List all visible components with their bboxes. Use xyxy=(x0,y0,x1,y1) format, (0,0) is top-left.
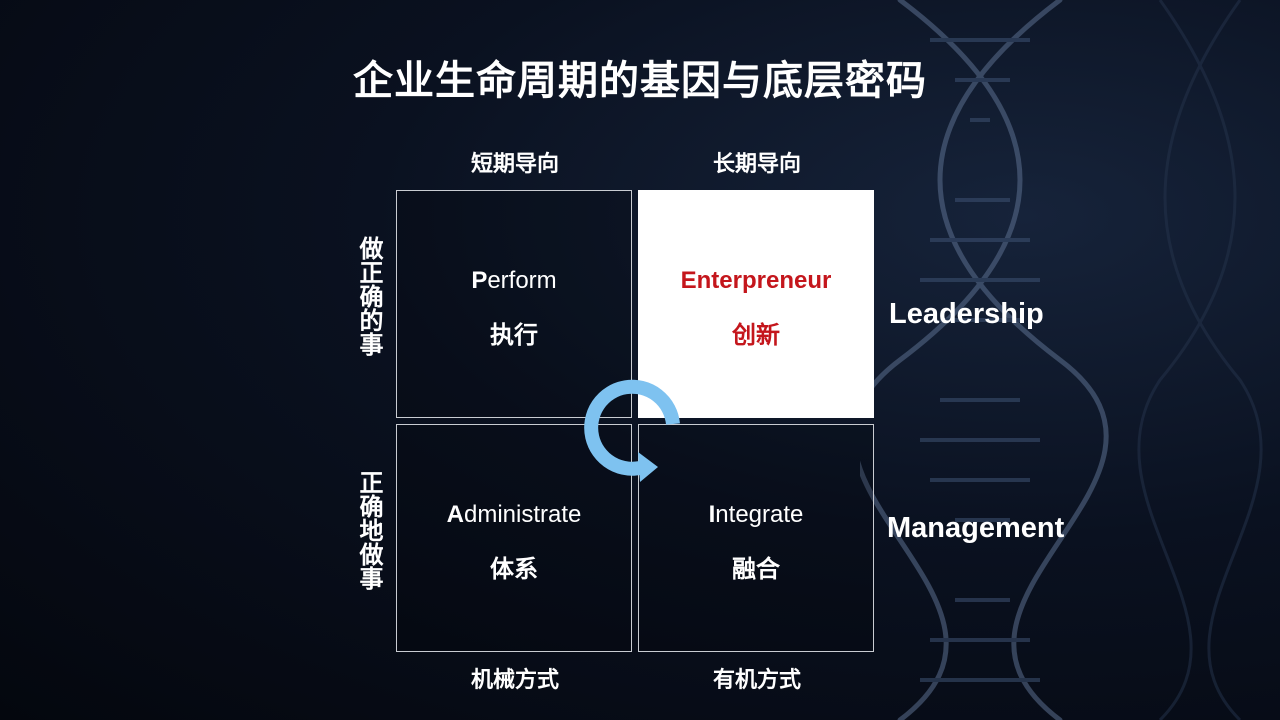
row-header-do-right-things: 做正确的事 xyxy=(352,236,382,356)
cell-perform-english: Perform xyxy=(397,267,631,295)
column-header-short-term: 短期导向 xyxy=(396,146,634,178)
cell-enterpreneur-chinese: 创新 xyxy=(639,315,873,350)
dna-helix-graphic xyxy=(860,0,1280,720)
column-footer-organic: 有机方式 xyxy=(638,662,876,694)
cell-administrate-english: Administrate xyxy=(397,501,631,529)
cell-perform-chinese: 执行 xyxy=(397,315,631,350)
cell-perform-initial: P xyxy=(471,267,487,294)
column-footer-mechanical: 机械方式 xyxy=(396,662,634,694)
side-label-management: Management xyxy=(887,512,1064,545)
circular-arrow-icon xyxy=(572,366,696,490)
slide-title: 企业生命周期的基因与底层密码 xyxy=(0,48,1280,106)
cell-administrate-initial: A xyxy=(447,501,464,528)
cell-integrate-english: Integrate xyxy=(639,501,873,529)
side-label-leadership: Leadership xyxy=(889,298,1044,331)
cell-administrate-chinese: 体系 xyxy=(397,549,631,584)
cell-administrate-rest: dministrate xyxy=(464,501,581,528)
cell-enterpreneur-english: Enterpreneur xyxy=(639,267,873,295)
cell-integrate-rest: ntegrate xyxy=(715,501,803,528)
row-header-do-things-right: 正确地做事 xyxy=(352,470,382,590)
cell-perform-rest: erform xyxy=(487,267,556,294)
cell-integrate-chinese: 融合 xyxy=(639,549,873,584)
column-header-long-term: 长期导向 xyxy=(638,146,876,178)
